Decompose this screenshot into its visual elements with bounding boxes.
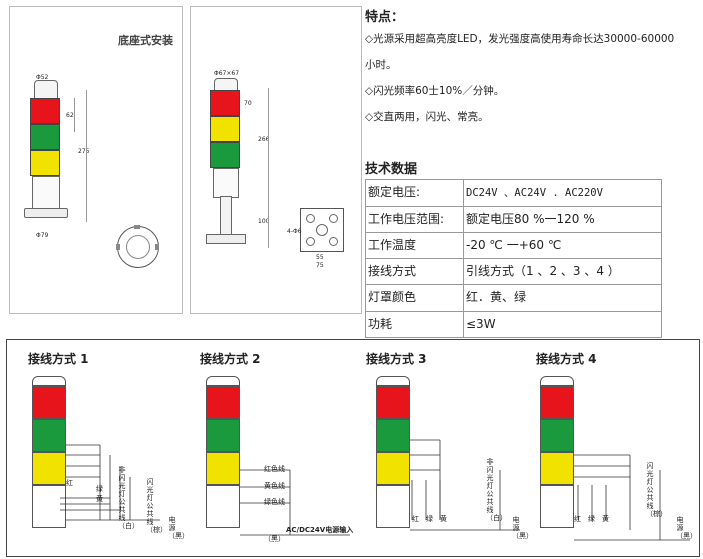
wire-label-yellow: 黄: [96, 495, 103, 503]
wire-label-yellow: 黄: [602, 515, 609, 523]
spec-value: -20 ℃ 一+60 ℃: [464, 233, 662, 259]
features-heading: 特点：: [365, 10, 405, 25]
feature-line-4: ◇交直两用，闪光、常亮。: [365, 111, 489, 123]
tower-drawing-side: [206, 78, 246, 248]
dim-d62: 62: [66, 112, 74, 119]
wire-label-red-line: 红色线: [264, 465, 285, 473]
spec-label: 额定电压:: [366, 180, 464, 207]
label-non-flash-common: 非闪光灯公共线（白）: [486, 458, 507, 522]
spec-value: 引线方式（1 、2 、3 、4 ）: [464, 259, 662, 285]
dim-d275: 275: [78, 148, 90, 155]
wiring-title-3: 接线方式 3: [366, 352, 427, 366]
dim-d100: 100: [258, 218, 270, 225]
spec-value: 红．黄、绿: [464, 285, 662, 312]
dim-d55: 55: [316, 254, 324, 261]
spec-value: DC24V 、AC24V . AC220V: [464, 180, 662, 207]
dimension-line: [74, 98, 75, 132]
dimension-line: [86, 90, 87, 222]
wiring-panel: [6, 339, 700, 557]
dim-d52: Φ52: [36, 74, 49, 81]
tower-drawing-base: [24, 80, 68, 232]
wire-label-red: 红: [412, 515, 419, 523]
lamp-tower-1: [32, 376, 66, 528]
wire-label-green: 绿: [96, 485, 103, 493]
label-flash-common: 闪光灯公共线（棕）: [646, 462, 667, 518]
wiring-title-2: 接线方式 2: [200, 352, 261, 366]
wire-label-yellow: 黄: [440, 515, 447, 523]
label-power: 电源（黑）: [512, 516, 533, 540]
wire-label-green-line: 绿色线: [264, 498, 285, 506]
dim-d79: Φ79: [36, 232, 49, 239]
dim-d75: 75: [316, 262, 324, 269]
base-top-view: [116, 225, 159, 268]
dim-d67x67: Φ67×67: [214, 70, 240, 77]
wire-label-green: 绿: [588, 515, 595, 523]
label-flash-common: 闪光灯公共线（棕）: [146, 478, 167, 534]
spec-value: 额定电压80 %一120 %: [464, 207, 662, 233]
dimension-line: [268, 88, 269, 248]
wire-label-red: 红: [574, 515, 581, 523]
wiring-title-1: 接线方式 1: [28, 352, 89, 366]
wire-label-green: 绿: [426, 515, 433, 523]
spec-label: 接线方式: [366, 259, 464, 285]
feature-line-1: ◇光源采用超高亮度LED，发光强度高使用寿命长达30000-60000: [365, 33, 675, 45]
spec-label: 灯罩颜色: [366, 285, 464, 312]
spec-value: ≤3W: [464, 312, 662, 338]
dim-d70: 70: [244, 100, 252, 107]
label-power: 电源（黑）: [676, 516, 697, 540]
label-acdc-input: AC/DC24V电源输入: [286, 526, 354, 534]
specs-heading: 技术数据: [365, 162, 418, 177]
wire-label-yellow-line: 黄色线: [264, 482, 285, 490]
label-non-flash-common: 非闪光灯公共线（白）: [118, 466, 139, 530]
feature-line-3: ◇闪光频率60士10%／分钟。: [365, 85, 505, 97]
label-power: 电源（黑）: [168, 516, 189, 540]
specs-table: 额定电压: DC24V 、AC24V . AC220V 工作电压范围: 额定电压…: [365, 179, 662, 338]
drawing-title: 底座式安装: [118, 34, 173, 47]
feature-line-2: 小时。: [365, 59, 397, 71]
spec-label: 工作电压范围:: [366, 207, 464, 233]
label-black: （黑）: [264, 535, 285, 543]
dim-d266: 266: [258, 136, 270, 143]
lamp-tower-3: [376, 376, 410, 528]
dim-d466: 4-Φ6: [287, 228, 302, 235]
lamp-tower-2: [206, 376, 240, 528]
lamp-tower-4: [540, 376, 574, 528]
spec-label: 功耗: [366, 312, 464, 338]
wire-label-red: 红: [66, 479, 73, 487]
spec-label: 工作温度: [366, 233, 464, 259]
wiring-title-4: 接线方式 4: [536, 352, 597, 366]
square-base-top-view: [300, 208, 344, 252]
